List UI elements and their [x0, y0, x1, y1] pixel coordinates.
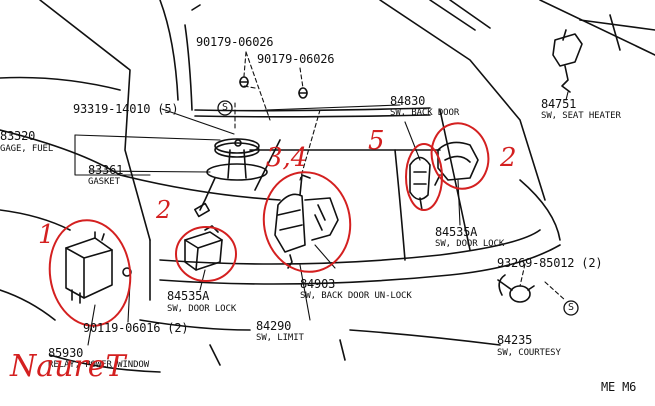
part-number-93319: 93319-14010 (5): [73, 102, 179, 116]
annotation-2-left: 2: [156, 196, 172, 224]
back-door-switch-part: [409, 156, 431, 211]
part-number-85930: 85930: [48, 346, 84, 360]
part-number-84903: 84903: [300, 277, 336, 291]
part-number-90179-lower: 90179-06026: [257, 52, 335, 66]
leader-lines: [74, 51, 569, 346]
part-desc-back-door: SW, BACK DOOR: [390, 108, 460, 118]
annotation-1: 1: [38, 220, 55, 250]
annotation-2-right: 2: [500, 143, 517, 173]
fuel-gage-part: [194, 138, 268, 218]
courtesy-switch-part: [497, 274, 535, 303]
part-desc-door-lock-left: SW, DOOR LOCK: [167, 304, 237, 314]
part-number-84535a-right: 84535A: [435, 225, 478, 239]
part-number-90119: 90119-06016 (2): [83, 321, 189, 335]
part-desc-seat-heater: SW, SEAT HEATER: [541, 111, 621, 121]
part-number-84751: 84751: [541, 97, 577, 111]
part-desc-relay-power-window: RELAY, POWER WINDOW: [48, 360, 150, 370]
part-desc-fuel-gage: GAGE, FUEL: [0, 144, 54, 154]
part-number-84535a-left: 84535A: [167, 289, 210, 303]
part-number-83361: 83361: [88, 163, 124, 177]
part-number-84290: 84290: [256, 319, 292, 333]
s-symbol-1: S: [222, 102, 228, 113]
s-symbol-circles: [217, 100, 579, 316]
relay-part: [65, 231, 113, 304]
part-number-84235: 84235: [497, 333, 533, 347]
part-desc-courtesy: SW, COURTESY: [497, 348, 561, 358]
limit-switch-part: [274, 174, 339, 269]
part-desc-door-lock-right: SW, DOOR LOCK: [435, 239, 505, 249]
part-number-90179-upper: 90179-06026: [196, 35, 274, 49]
diagram-code: ME M6: [601, 380, 637, 394]
signature-watermark: NaureT: [10, 349, 126, 384]
annotation-3-4: 3,4: [266, 143, 308, 173]
annotation-5: 5: [368, 126, 385, 156]
door-lock-switch-left-part: [184, 225, 223, 271]
part-desc-gasket: GASKET: [88, 177, 120, 187]
part-number-84830: 84830: [390, 94, 426, 108]
part-desc-back-door-unlock: SW, BACK DOOR UN-LOCK: [300, 291, 412, 301]
part-number-83320: 83320: [0, 129, 36, 143]
body-outline: [0, 0, 655, 373]
seat-heater-switch-part: [552, 29, 583, 93]
part-desc-limit: SW, LIMIT: [256, 333, 304, 343]
s-symbol-2: S: [568, 302, 574, 313]
part-number-93269: 93269-85012 (2): [497, 256, 603, 270]
red-highlight-circles: [48, 122, 490, 327]
